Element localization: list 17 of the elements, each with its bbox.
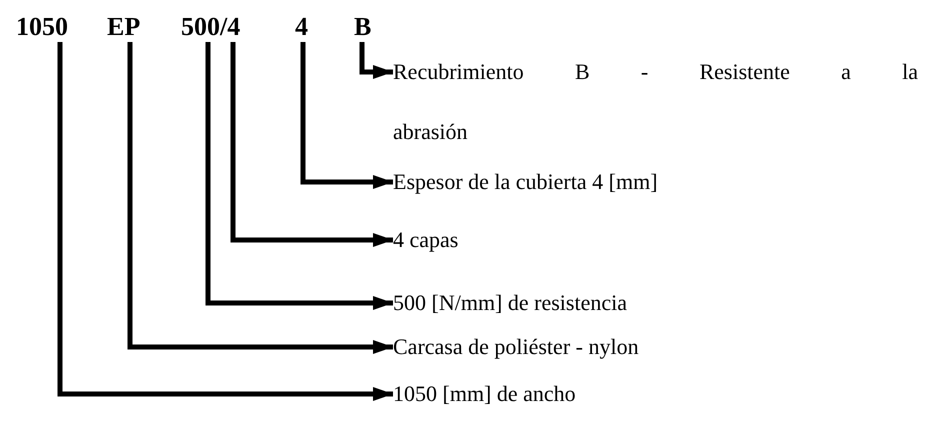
description-text: Recubrimiento B - Resistente a la abrasión [393,42,918,162]
description-text: 4 capas [393,227,458,253]
description-text: Espesor de la cubierta 4 [mm] [393,169,658,195]
leader-arrow [206,42,393,310]
code-part: 4 [295,12,308,42]
description-text: Carcasa de poliéster - nylon [393,334,639,360]
code-part: 500/4 [181,12,240,42]
leader-arrow [300,42,393,189]
description-text: 500 [N/mm] de resistencia [393,290,627,316]
leader-arrow [58,42,393,401]
code-part: EP [107,12,140,42]
code-part: 1050 [16,12,68,42]
leader-arrow [128,42,393,354]
leader-arrow [360,42,393,79]
leader-arrow [230,42,393,247]
description-text: 1050 [mm] de ancho [393,381,576,407]
code-part: B [354,12,372,42]
